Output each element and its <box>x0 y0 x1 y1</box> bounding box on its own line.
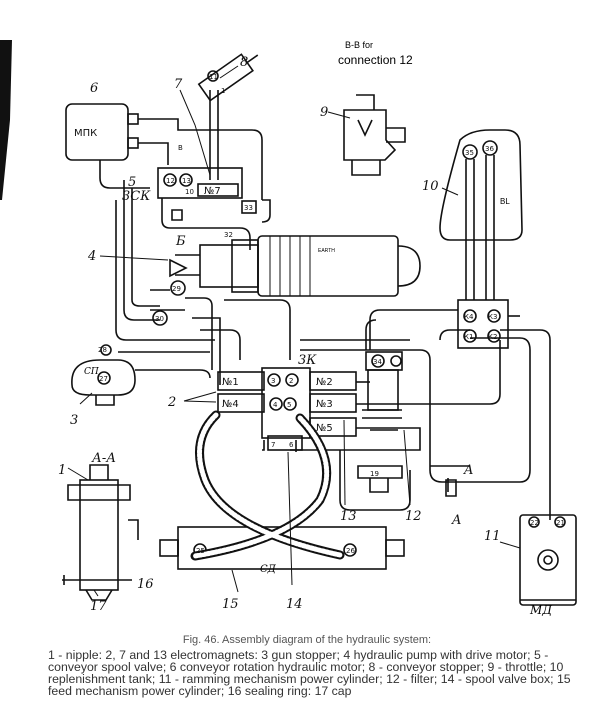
replenishment-tank <box>439 129 523 241</box>
callout-21: 21 <box>556 519 565 527</box>
section-bb-label: B-B for <box>345 40 373 50</box>
conveyor-hydraulic-motor <box>65 103 129 161</box>
label-11: 11 <box>484 529 501 544</box>
callout-k1: К1 <box>464 333 473 341</box>
callout-4: 4 <box>273 401 278 409</box>
figure-caption-body: 1 - nipple: 2, 7 and 13 electromagnets: … <box>48 648 571 698</box>
throttle <box>343 109 397 161</box>
label-8: 8 <box>240 55 248 70</box>
label-9: 9 <box>320 105 328 120</box>
callout-13: 13 <box>182 177 191 185</box>
label-17: 17 <box>90 599 107 614</box>
callout-11: 11 <box>209 73 218 81</box>
valve-block-k <box>457 299 509 349</box>
callout-33: 33 <box>244 204 253 212</box>
label-no4: №4 <box>222 399 239 410</box>
label-md: МД <box>529 603 552 617</box>
nipple-section <box>79 479 119 591</box>
callout-26: 26 <box>346 547 355 555</box>
callout-12: 12 <box>166 177 175 185</box>
callout-27: 27 <box>99 375 108 383</box>
label-earth: EARTH <box>318 248 335 254</box>
electromagnet-4 <box>217 393 265 413</box>
label-3: 3 <box>70 413 78 428</box>
label-no2: №2 <box>316 377 333 388</box>
hydraulic-system-diagram: B-B for connection 12 МПК 6 7 8 11 1 9 B… <box>0 40 577 617</box>
label-v: B <box>178 144 183 152</box>
label-a-lower: A <box>451 513 461 528</box>
conveyor-spool-valve <box>157 167 243 199</box>
callout-5: 5 <box>287 401 291 409</box>
spool-valve-box <box>261 367 311 439</box>
label-1: 1 <box>58 463 66 478</box>
label-zsk: 3СК <box>122 189 151 204</box>
callout-29: 29 <box>172 285 181 293</box>
callout-32: 32 <box>224 231 233 239</box>
label-16: 16 <box>137 577 154 592</box>
motor-mpk-label: МПК <box>74 128 97 139</box>
label-7: 7 <box>174 77 183 92</box>
label-no7: №7 <box>204 186 221 197</box>
callout-36: 36 <box>485 145 494 153</box>
label-12: 12 <box>405 509 422 524</box>
callout-35: 35 <box>465 149 474 157</box>
label-5: 5 <box>128 175 136 190</box>
callout-10: 10 <box>185 188 194 196</box>
label-zk: 3К <box>298 353 317 368</box>
electromagnet-1 <box>217 371 265 391</box>
callout-c1: 1 <box>221 87 225 95</box>
label-2: 2 <box>167 395 176 410</box>
callout-22: 22 <box>530 519 539 527</box>
label-10: 10 <box>422 179 439 194</box>
label-aa: А-А <box>91 451 116 466</box>
label-13: 13 <box>340 509 357 524</box>
scan-edge-artifact <box>0 40 12 200</box>
callout-30: 30 <box>155 315 164 323</box>
label-4: 4 <box>87 249 96 264</box>
callout-3: 3 <box>271 377 275 385</box>
callout-19: 19 <box>370 470 379 478</box>
label-no5: №5 <box>316 423 333 434</box>
label-6: 6 <box>90 81 98 96</box>
ramming-cylinder <box>519 514 577 606</box>
callout-25: 25 <box>196 547 205 555</box>
label-14: 14 <box>286 597 303 612</box>
label-no1: №1 <box>222 377 239 388</box>
section-bb-connection: connection 12 <box>338 53 413 67</box>
callout-7: 7 <box>271 441 275 449</box>
callout-k4: К4 <box>464 313 474 321</box>
gun-stopper <box>71 359 136 396</box>
label-sp: СП <box>84 367 99 377</box>
label-no3: №3 <box>316 399 333 410</box>
label-a-upper: A <box>463 463 473 478</box>
label-bl: BL <box>500 197 510 206</box>
label-sd: СД <box>260 564 277 575</box>
label-15: 15 <box>222 597 239 612</box>
label-b: Б <box>175 234 186 249</box>
callout-2: 2 <box>289 377 293 385</box>
callout-28: 28 <box>98 346 107 354</box>
callout-34: 34 <box>373 358 382 366</box>
callout-k3: К3 <box>488 313 497 321</box>
callout-6: 6 <box>289 441 294 449</box>
drive-motor <box>257 235 399 297</box>
callout-k2: К2 <box>488 333 497 341</box>
figure-caption-title: Fig. 46. Assembly diagram of the hydraul… <box>182 634 432 646</box>
